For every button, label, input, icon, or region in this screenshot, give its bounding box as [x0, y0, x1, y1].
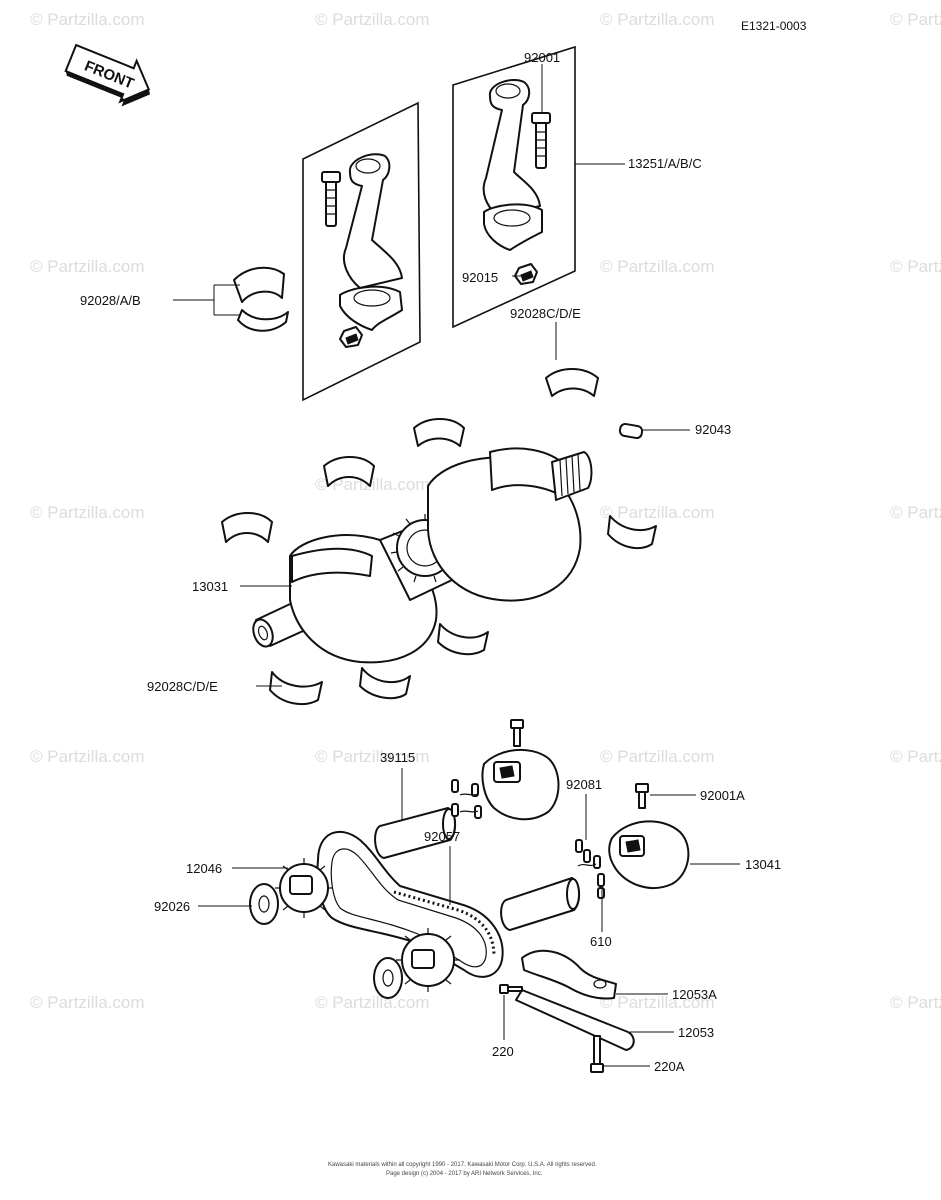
callout-92001A[interactable]: 92001A [700, 788, 745, 803]
watermark: © Partzilla.com [600, 10, 715, 29]
watermark: © Partzilla.com [890, 257, 941, 276]
bolt-220[interactable] [499, 984, 523, 994]
springs-left-group[interactable] [451, 779, 482, 819]
watermark: © Partzilla.com [890, 747, 941, 766]
connecting-rod-right[interactable] [482, 78, 551, 285]
callout-13041[interactable]: 13041 [745, 857, 781, 872]
balancer-shaft-lower[interactable] [500, 877, 580, 931]
callout-92043[interactable]: 92043 [695, 422, 731, 437]
watermark-layer: © Partzilla.com © Partzilla.com © Partzi… [30, 10, 941, 1012]
watermark: © Partzilla.com [315, 993, 430, 1012]
watermark: © Partzilla.com [315, 475, 430, 494]
callout-92001[interactable]: 92001 [524, 50, 560, 65]
reference-code: E1321-0003 [741, 19, 807, 33]
crankshaft[interactable] [250, 447, 593, 664]
leader-lines [173, 64, 740, 1067]
callout-92026[interactable]: 92026 [154, 899, 190, 914]
chain-guide-12053A[interactable] [521, 949, 617, 1000]
watermark: © Partzilla.com [600, 503, 715, 522]
callout-220[interactable]: 220 [492, 1044, 514, 1059]
sprocket-lower[interactable] [396, 928, 460, 992]
callout-12053A[interactable]: 12053A [672, 987, 717, 1002]
bolt-upper-balancer[interactable] [510, 719, 524, 747]
callout-92028C-lower[interactable]: 92028C/D/E [147, 679, 218, 694]
rod-frame-right [452, 45, 576, 329]
callout-12046[interactable]: 12046 [186, 861, 222, 876]
watermark: © Partzilla.com [30, 503, 145, 522]
rod-bearing-shells[interactable] [233, 266, 289, 332]
callout-92081[interactable]: 92081 [566, 777, 602, 792]
callout-220A[interactable]: 220A [654, 1059, 685, 1074]
sprocket-12046[interactable] [275, 858, 333, 918]
crankshaft-main-bearings-bottom[interactable] [269, 623, 489, 706]
watermark: © Partzilla.com [30, 993, 145, 1012]
callout-12053[interactable]: 12053 [678, 1025, 714, 1040]
callout-labels: 92001 13251/A/B/C 92015 92028/A/B 92028C… [80, 50, 781, 1074]
balancer-weight-upper[interactable] [481, 748, 560, 821]
watermark: © Partzilla.com [30, 747, 145, 766]
watermark: © Partzilla.com [890, 503, 941, 522]
timing-chain-92057[interactable] [316, 830, 504, 978]
pin-92043[interactable] [618, 422, 644, 440]
washer-lower[interactable] [373, 957, 403, 999]
watermark: © Partzilla.com [315, 10, 430, 29]
callout-92028[interactable]: 92028/A/B [80, 293, 141, 308]
watermark: © Partzilla.com [315, 747, 430, 766]
balancer-weight-13041[interactable] [608, 820, 690, 889]
washer-92026[interactable] [249, 883, 279, 925]
front-arrow-icon: FRONT [64, 43, 151, 107]
rod-frame-left [302, 101, 421, 402]
callout-92057[interactable]: 92057 [424, 829, 460, 844]
watermark: © Partzilla.com [600, 257, 715, 276]
callout-13251[interactable]: 13251/A/B/C [628, 156, 702, 171]
callout-610[interactable]: 610 [590, 934, 612, 949]
watermark: © Partzilla.com [30, 257, 145, 276]
callout-92015[interactable]: 92015 [462, 270, 498, 285]
callout-39115[interactable]: 39115 [380, 750, 415, 765]
watermark: © Partzilla.com [890, 993, 941, 1012]
crankshaft-main-bearings-top[interactable] [221, 418, 657, 550]
bolt-92001A[interactable] [635, 783, 649, 809]
callout-13031[interactable]: 13031 [192, 579, 228, 594]
watermark: © Partzilla.com [600, 747, 715, 766]
springs-92081-group[interactable] [575, 839, 605, 887]
watermark: © Partzilla.com [600, 993, 715, 1012]
main-bearing-shell-upper[interactable] [545, 368, 599, 397]
callout-92028C-upper[interactable]: 92028C/D/E [510, 306, 581, 321]
watermark: © Partzilla.com [890, 10, 941, 29]
chain-guide-12053[interactable] [515, 989, 635, 1051]
watermark: © Partzilla.com [30, 10, 145, 29]
pin-610[interactable] [597, 887, 605, 899]
footer-copyright: Kawasaki materials within all copyright … [328, 1162, 597, 1168]
bolt-220A[interactable] [590, 1035, 604, 1073]
footer-page-design: Page design (c) 2004 - 2017 by ARI Netwo… [386, 1171, 543, 1177]
connecting-rod-left[interactable] [321, 153, 403, 348]
